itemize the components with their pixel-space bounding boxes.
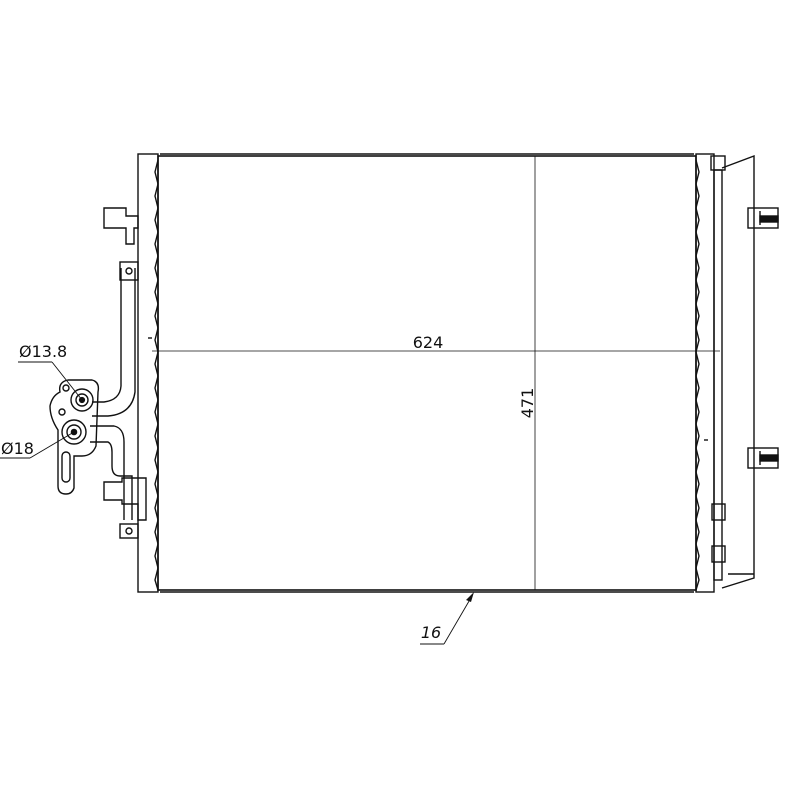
- thickness-arrowhead: [466, 592, 474, 602]
- diameter-leaders: [0, 361, 83, 459]
- width-dimension-label: 624: [413, 333, 444, 352]
- outlet-port: [61, 419, 87, 445]
- refrigerant-pipe-lower: [90, 425, 139, 539]
- right-mounting-bracket-top: [747, 207, 779, 229]
- height-dimension-label: 471: [518, 388, 537, 419]
- center-lines: [152, 156, 720, 590]
- thickness-leader: [420, 595, 473, 645]
- inlet-diameter-label: Ø13.8: [19, 342, 67, 361]
- left-mounting-bracket-top: [103, 207, 139, 245]
- right-header-tank: [695, 153, 755, 593]
- inlet-port: [70, 388, 94, 412]
- condenser-core: [157, 153, 697, 593]
- right-mounting-bracket-bottom: [747, 447, 779, 469]
- refrigerant-pipe-upper: [92, 261, 139, 417]
- left-header-tank: [137, 153, 159, 593]
- connection-flange: [49, 379, 100, 495]
- thickness-dimension-label: 16: [421, 623, 441, 642]
- left-mounting-bracket-bottom: [103, 477, 147, 521]
- outlet-diameter-label: Ø18: [1, 439, 34, 458]
